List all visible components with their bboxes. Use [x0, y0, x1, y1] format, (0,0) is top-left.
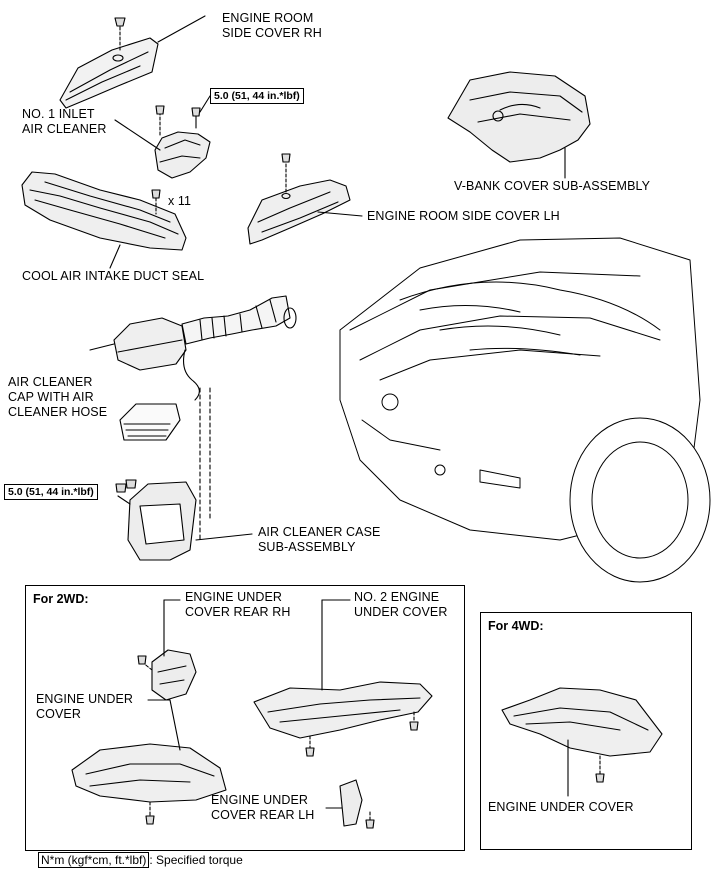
- label-cool-air-intake-duct-seal: COOL AIR INTAKE DUCT SEAL: [22, 269, 205, 283]
- v-bank-cover-part: [447, 71, 591, 179]
- torque-legend-text: : Specified torque: [149, 853, 243, 867]
- engine-under-cover-2wd-part: [71, 699, 227, 825]
- label-no1-inlet-air-cleaner: NO. 1 INLET AIR CLEANER: [22, 107, 107, 136]
- label-engine-under-cover-rear-rh: ENGINE UNDER COVER REAR RH: [185, 590, 291, 619]
- torque-legend: N*m (kgf*cm, ft.*lbf): Specified torque: [38, 852, 243, 868]
- engine-under-cover-4wd-part: [501, 687, 663, 797]
- engine-room-side-cover-rh-part: [59, 15, 206, 109]
- vehicle-front-illustration: [339, 237, 711, 583]
- panel-4wd-header: For 4WD:: [488, 619, 544, 633]
- label-engine-under-cover-2wd: ENGINE UNDER COVER: [36, 692, 134, 721]
- air-cleaner-cap-part: [89, 295, 297, 541]
- torque-spec-upper: 5.0 (51, 44 in.*lbf): [210, 88, 304, 104]
- cool-air-intake-duct-seal-part: [21, 171, 187, 269]
- label-engine-room-side-cover-rh: ENGINE ROOM SIDE COVER RH: [222, 11, 322, 40]
- panel-4wd: [480, 612, 692, 850]
- panel-2wd-header: For 2WD:: [33, 592, 89, 606]
- bolt-count-label: x 11: [168, 194, 192, 208]
- label-v-bank-cover: V-BANK COVER SUB-ASSEMBLY: [454, 179, 651, 193]
- torque-legend-key: N*m (kgf*cm, ft.*lbf): [38, 852, 150, 868]
- label-engine-under-cover-4wd: ENGINE UNDER COVER: [488, 800, 634, 814]
- label-air-cleaner-case: AIR CLEANER CASE SUB-ASSEMBLY: [258, 525, 381, 554]
- label-no2-engine-under-cover: NO. 2 ENGINE UNDER COVER: [354, 590, 448, 619]
- air-cleaner-case-part: [115, 479, 253, 561]
- no1-inlet-air-cleaner-part: [114, 95, 211, 179]
- engine-under-cover-rear-lh-part: [325, 779, 375, 829]
- label-engine-under-cover-rear-lh: ENGINE UNDER COVER REAR LH: [211, 793, 315, 822]
- engine-room-side-cover-lh-part: [247, 153, 363, 245]
- label-air-cleaner-cap: AIR CLEANER CAP WITH AIR CLEANER HOSE: [8, 375, 108, 419]
- air-filter-part: [119, 403, 181, 441]
- panel-2wd: [25, 585, 465, 851]
- torque-spec-lower: 5.0 (51, 44 in.*lbf): [4, 484, 98, 500]
- engine-under-cover-rear-rh-part: [137, 599, 197, 701]
- label-engine-room-side-cover-lh: ENGINE ROOM SIDE COVER LH: [367, 209, 560, 223]
- no2-engine-under-cover-part: [253, 599, 433, 757]
